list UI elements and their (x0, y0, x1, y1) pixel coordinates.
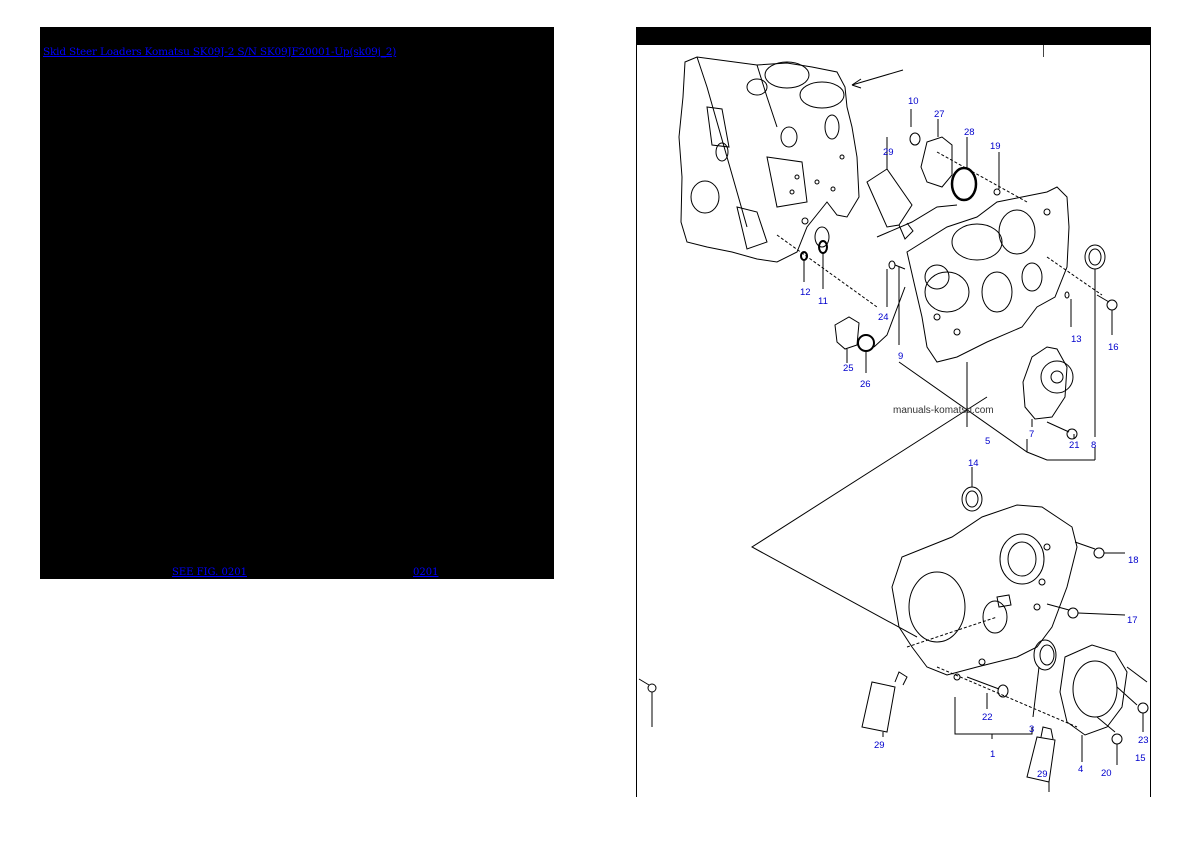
front-cover-illustration (891, 504, 1078, 681)
parts-catalog-panel: Skid Steer Loaders Komatsu SK09J-2 S/N S… (40, 27, 554, 579)
engine-block-illustration (678, 56, 860, 263)
callout-label[interactable]: 14 (968, 458, 979, 469)
callout-label[interactable]: 16 (1108, 342, 1119, 353)
callout-label[interactable]: 21 (1069, 440, 1080, 451)
callout-label[interactable]: 15 (1135, 753, 1146, 764)
callout-label[interactable]: 22 (982, 712, 993, 723)
callout-label[interactable]: 7 (1029, 429, 1035, 440)
callout-label[interactable]: 19 (990, 141, 1001, 152)
callout-label[interactable]: 27 (934, 109, 945, 120)
callout-label[interactable]: 5 (985, 436, 991, 447)
callout-label[interactable]: 23 (1138, 735, 1149, 746)
see-fig-link[interactable]: SEE FIG. 0201 (172, 567, 247, 578)
callout-label[interactable]: 10 (908, 96, 919, 107)
exploded-view-drawing (638, 56, 1149, 792)
callout-label[interactable]: 28 (964, 127, 975, 138)
header-tick-mark (1043, 45, 1044, 57)
catalog-title-link[interactable]: Skid Steer Loaders Komatsu SK09J-2 S/N S… (43, 46, 397, 58)
oil-pump-illustration (1022, 346, 1074, 420)
callout-label[interactable]: 9 (898, 351, 904, 362)
gear-case-illustration (876, 186, 1070, 363)
callout-label[interactable]: 8 (1091, 440, 1097, 451)
callout-label[interactable]: 18 (1128, 555, 1139, 566)
callout-label[interactable]: 12 (800, 287, 811, 298)
callout-label[interactable]: 4 (1078, 764, 1084, 775)
callout-label[interactable]: 29 (883, 147, 894, 158)
callout-label[interactable]: 26 (860, 379, 871, 390)
diagram-header-bar (637, 27, 1150, 45)
callout-label[interactable]: 29 (874, 740, 885, 751)
watermark-text: manuals-komatsu.com (893, 405, 994, 416)
callout-label[interactable]: 29 (1037, 769, 1048, 780)
callout-label[interactable]: 3 (1029, 724, 1035, 735)
callout-label[interactable]: 24 (878, 312, 889, 323)
callout-label[interactable]: 25 (843, 363, 854, 374)
parts-diagram: manuals-komatsu.com 10 27 28 19 29 12 11… (636, 27, 1151, 797)
callout-label[interactable]: 20 (1101, 768, 1112, 779)
figure-number-link[interactable]: 0201 (413, 567, 439, 578)
callout-label[interactable]: 1 (990, 749, 996, 760)
callout-label[interactable]: 17 (1127, 615, 1138, 626)
callout-label[interactable]: 11 (818, 296, 828, 307)
callout-label[interactable]: 13 (1071, 334, 1082, 345)
